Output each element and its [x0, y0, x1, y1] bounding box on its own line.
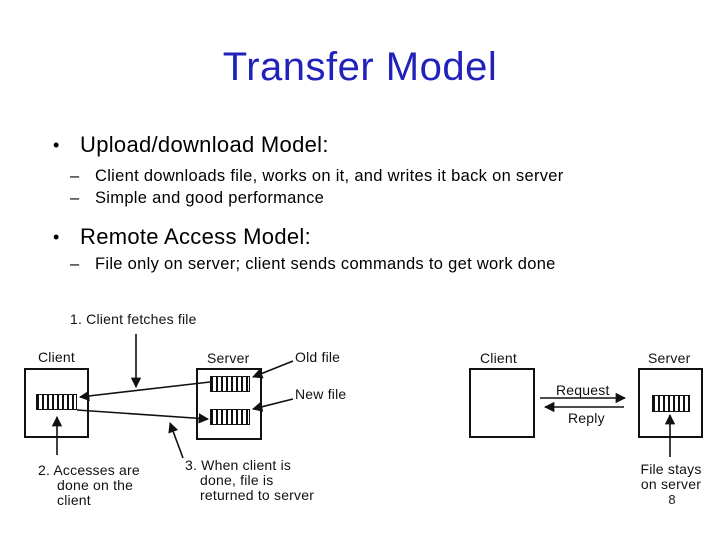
step3-line2: done, file is	[200, 472, 274, 488]
fetch-file-arrow	[78, 381, 211, 402]
upload-step1-label: 1. Client fetches file	[70, 311, 197, 327]
upload-old-file-label: Old file	[295, 349, 341, 365]
sub-bullet-simple-performance: – Simple and good performance	[70, 188, 324, 208]
upload-step3-label: 3. When client is done, file is returned…	[185, 458, 314, 503]
upload-client-label: Client	[38, 349, 75, 365]
upload-server-label: Server	[207, 350, 250, 366]
step3-line1: 3. When client is	[185, 457, 292, 473]
remote-server-file-icon	[652, 395, 690, 412]
dash-glyph: –	[70, 189, 80, 207]
bullet-remote-access: • Remote Access Model:	[53, 225, 311, 249]
dash-glyph: –	[70, 167, 80, 185]
remote-reply-label: Reply	[568, 410, 605, 426]
upload-new-file-icon	[210, 409, 250, 425]
remote-client-box	[469, 368, 535, 438]
bullet-glyph: •	[53, 135, 60, 155]
bullet-text: Remote Access Model:	[80, 224, 311, 249]
sub-bullet-text: Client downloads file, works on it, and …	[95, 167, 564, 185]
page-number: 8	[668, 492, 676, 507]
remote-client-label: Client	[480, 350, 517, 366]
step3-line3: returned to server	[200, 487, 315, 503]
remote-server-label: Server	[648, 350, 691, 366]
slide-title: Transfer Model	[222, 45, 498, 89]
remote-file-stays-label: File stays on server	[636, 462, 706, 492]
upload-client-file-icon	[36, 394, 77, 410]
upload-step2-label: 2. Accesses are done on the client	[38, 463, 140, 508]
file-stays-line1: File stays	[640, 461, 702, 477]
bullet-glyph: •	[53, 227, 60, 247]
upload-new-file-label: New file	[295, 386, 347, 402]
step2-line3: client	[57, 492, 91, 508]
sub-bullet-client-downloads: – Client downloads file, works on it, an…	[70, 166, 564, 186]
dash-glyph: –	[70, 255, 80, 273]
return-file-arrow	[76, 409, 210, 424]
sub-bullet-text: Simple and good performance	[95, 189, 325, 207]
remote-request-label: Request	[556, 382, 610, 398]
upload-old-file-icon	[210, 376, 250, 392]
step3-pointer-arrow	[168, 422, 184, 459]
step2-line2: done on the	[57, 477, 134, 493]
file-stays-line2: on server	[640, 476, 702, 492]
bullet-text: Upload/download Model:	[80, 132, 329, 157]
bullet-upload-download: • Upload/download Model:	[53, 133, 329, 157]
sub-bullet-text: File only on server; client sends comman…	[95, 255, 556, 273]
step2-line1: 2. Accesses are	[38, 462, 140, 478]
sub-bullet-file-only-server: – File only on server; client sends comm…	[70, 254, 556, 274]
